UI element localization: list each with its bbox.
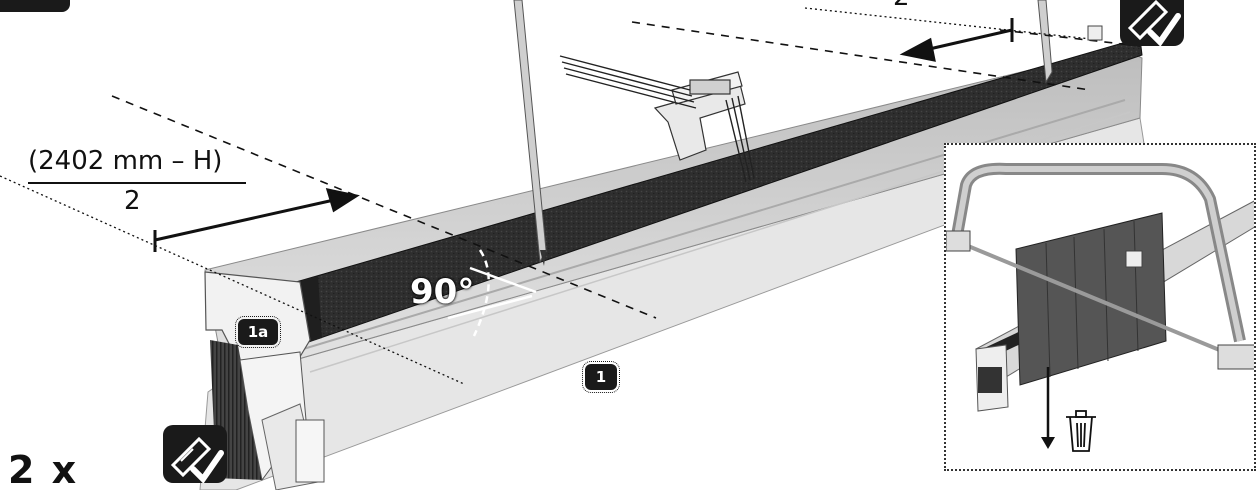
saw-check-icon bbox=[1120, 0, 1184, 47]
corner-badge bbox=[0, 0, 70, 12]
arrow-down-icon bbox=[1041, 367, 1055, 449]
marking-pencil-left bbox=[513, 0, 547, 266]
callout-1: 1 bbox=[582, 361, 620, 393]
length-formula-denominator: 2 bbox=[124, 186, 141, 216]
top-formula-denominator: 2 bbox=[893, 0, 910, 12]
cut-detail-inset bbox=[944, 143, 1256, 471]
trash-icon bbox=[1066, 410, 1096, 452]
length-formula-numerator: (2402 mm – H) bbox=[28, 146, 223, 176]
cables bbox=[559, 55, 755, 183]
hacksaw-cut-illustration bbox=[946, 162, 1254, 452]
saw-check-icon bbox=[163, 425, 227, 484]
fraction-bar bbox=[28, 182, 246, 184]
angle-label: 90° bbox=[410, 272, 475, 312]
dashed-guides bbox=[111, 21, 1141, 319]
dimension-arrow-right bbox=[899, 18, 1014, 62]
dimension-arrow-left bbox=[153, 188, 360, 252]
marking-pencil-right bbox=[1037, 0, 1053, 84]
right-angle-marker bbox=[447, 249, 537, 337]
callout-1a: 1a bbox=[235, 316, 281, 348]
quantity-label: 2 x bbox=[8, 448, 79, 492]
